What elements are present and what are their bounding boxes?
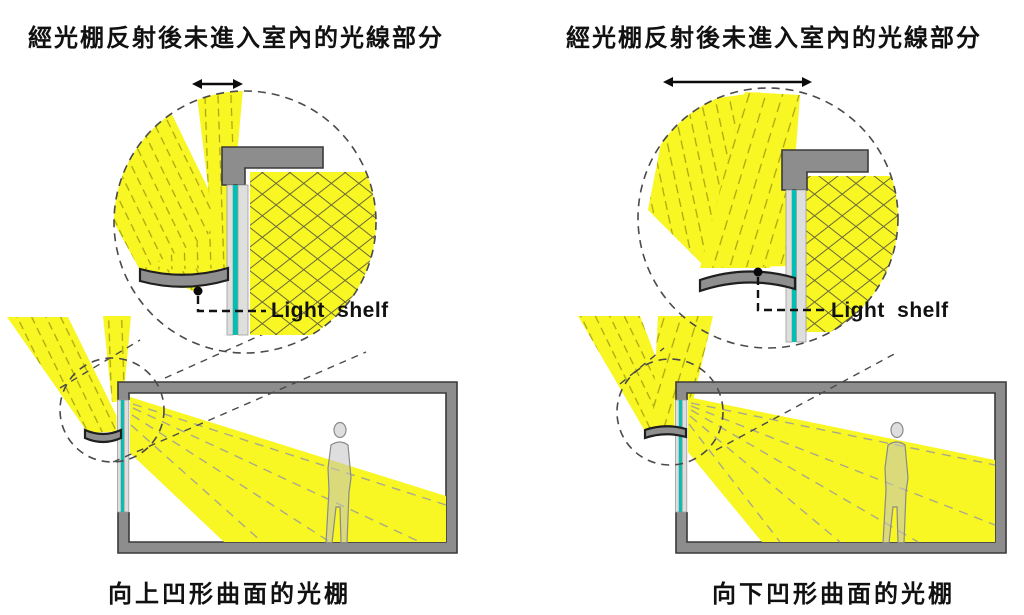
left-room-light-shelf: [83, 428, 123, 444]
right-panel-graphics: [578, 77, 1007, 554]
right-detail-interior-light: [806, 176, 898, 332]
left-range-arrow-icon: [192, 79, 243, 89]
left-room-incoming-rays: [7, 317, 124, 433]
left-connector-line-3: [112, 351, 367, 463]
left-window-frame-outer: [117, 399, 122, 513]
right-connector-line-1: [619, 347, 665, 385]
right-detail-escaping-rays: [700, 92, 800, 268]
right-magnifier-source-circle: [616, 358, 724, 466]
right-window-glass: [679, 400, 683, 512]
left-panel-title: 經光棚反射後未進入室內的光線部分: [28, 25, 444, 52]
left-panel-graphics: [7, 79, 458, 554]
left-room-escaping-rays: [103, 316, 131, 402]
right-shelf-leader-line: [756, 277, 826, 312]
right-detail-frame-inner: [796, 189, 807, 343]
right-interior-light-fan: [688, 397, 995, 542]
left-detail-light-shelf-concave-up: [138, 266, 230, 288]
left-detail-frame-inner: [237, 184, 249, 336]
right-range-arrow-icon: [663, 77, 812, 87]
left-detail-reflected-rays: [140, 188, 233, 270]
left-magnifier-circle: [113, 90, 377, 354]
left-connector-line-2: [164, 331, 269, 379]
right-interior-fan-rays: [688, 402, 996, 543]
right-panel-caption: 向下凹形曲面的光棚: [712, 581, 955, 608]
right-room-light-shelf: [643, 425, 688, 440]
left-magnifier-source-circle: [59, 357, 165, 463]
right-detail-ceiling-slab: [781, 149, 869, 191]
left-interior-light-fan: [130, 397, 446, 542]
right-connector-line-2: [715, 351, 899, 451]
right-detail-light-shelf-concave-down: [698, 270, 797, 293]
left-shelf-leader-line: [196, 296, 266, 313]
left-detail-glass: [233, 185, 238, 335]
right-detail-content: [648, 92, 898, 343]
right-panel-title: 經光棚反射後未進入室內的光線部分: [566, 25, 982, 52]
right-shelf-marker-dot: [753, 267, 763, 277]
left-light-shelf-label: Light shelf: [271, 299, 389, 322]
left-detail-frame-outer: [226, 184, 234, 336]
right-window-frame-inner: [681, 399, 688, 513]
left-connector-line-1: [59, 339, 141, 389]
left-shelf-marker-dot: [193, 286, 203, 296]
left-window-glass: [121, 400, 125, 512]
right-magnifier-circle: [637, 87, 899, 349]
right-room-escaping-rays: [652, 316, 713, 431]
left-panel-caption: 向上凹形曲面的光棚: [108, 581, 351, 608]
right-detail-glass: [792, 190, 797, 342]
right-window-frame-outer: [675, 399, 680, 513]
right-detail-frame-outer: [785, 189, 793, 343]
right-light-shelf-label: Light shelf: [831, 299, 949, 322]
left-interior-fan-rays: [130, 403, 447, 543]
left-detail-ceiling-slab: [221, 146, 324, 186]
